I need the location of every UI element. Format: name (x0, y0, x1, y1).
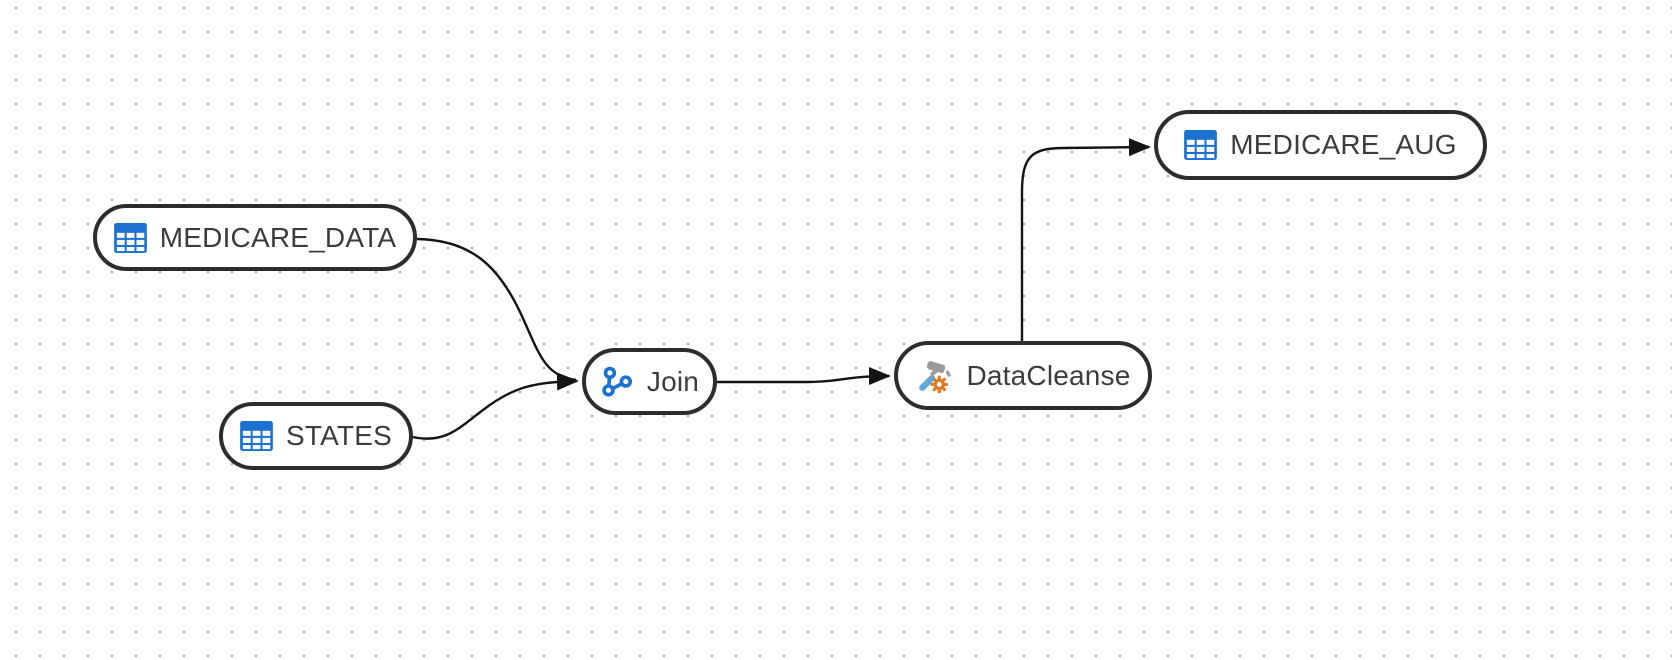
node-label: STATES (286, 420, 392, 451)
node-states[interactable]: STATES (219, 402, 413, 470)
node-label: DataCleanse (966, 359, 1131, 391)
table-icon (113, 222, 147, 253)
node-medicare-aug[interactable]: MEDICARE_AUG (1154, 110, 1487, 180)
node-label: MEDICARE_AUG (1230, 129, 1457, 160)
edge-datacleanse-to-medicare-aug[interactable] (1020, 138, 1151, 341)
hammer-gear-icon (915, 357, 953, 395)
node-join[interactable]: Join (582, 348, 717, 415)
node-label: MEDICARE_DATA (159, 221, 397, 253)
edge-join-to-datacleanse[interactable] (717, 367, 891, 386)
table-icon (240, 421, 273, 451)
table-icon (1184, 130, 1218, 160)
node-medicare-data[interactable]: MEDICARE_DATA (93, 204, 417, 271)
join-branch-icon (600, 365, 634, 399)
edge-medicare-data-to-join[interactable] (416, 237, 577, 382)
edge-states-to-join[interactable] (412, 372, 579, 440)
node-datacleanse[interactable]: DataCleanse (894, 341, 1152, 410)
node-label: Join (646, 365, 700, 397)
